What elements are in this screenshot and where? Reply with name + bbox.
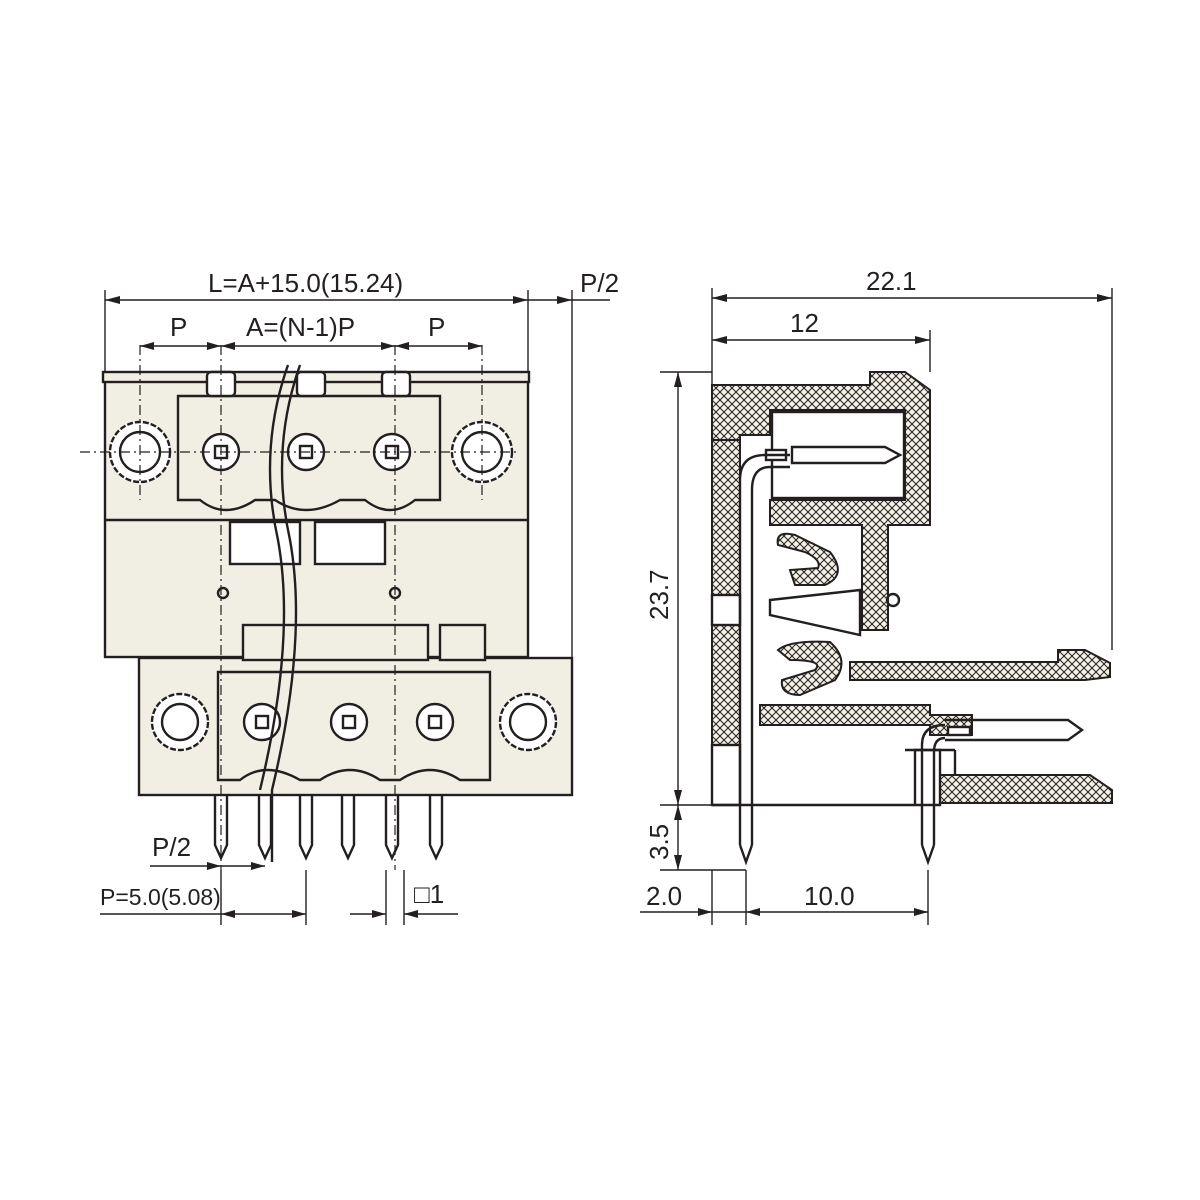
dim-row-spacing: 10.0 [804,881,855,911]
dim-plug-depth: 12 [790,308,819,338]
plug-housing-section [711,371,931,631]
header-arm-lower [759,704,973,736]
dim-pitch-right: P [428,312,445,342]
side-view: 22.1 12 23.7 3.5 2.0 10.0 [640,266,1113,925]
header-arm-upper [849,649,1111,681]
dim-half-pitch-right: P/2 [580,268,619,298]
dim-height: 23.7 [644,569,674,620]
dim-half-pitch-pins: P/2 [152,832,191,862]
dim-overall-depth: 22.1 [866,266,917,296]
dim-span: A=(N-1)P [246,312,355,342]
dim-overall-length: L=A+15.0(15.24) [208,268,403,298]
dim-pitch-left: P [170,312,187,342]
front-view: L=A+15.0(15.24) P/2 P A=(N-1)P P P/2 P=5… [80,268,619,925]
dim-pin-square: □1 [414,879,444,909]
side-pin-rear [738,453,790,845]
dim-pitch-value: P=5.0(5.08) [100,884,221,910]
header-base-section [939,774,1113,804]
side-pin-front [920,723,946,845]
header-pins [213,795,444,861]
dim-pin-offset: 2.0 [646,881,682,911]
header-screw-holes [150,692,558,752]
dim-pin-length: 3.5 [644,824,674,860]
